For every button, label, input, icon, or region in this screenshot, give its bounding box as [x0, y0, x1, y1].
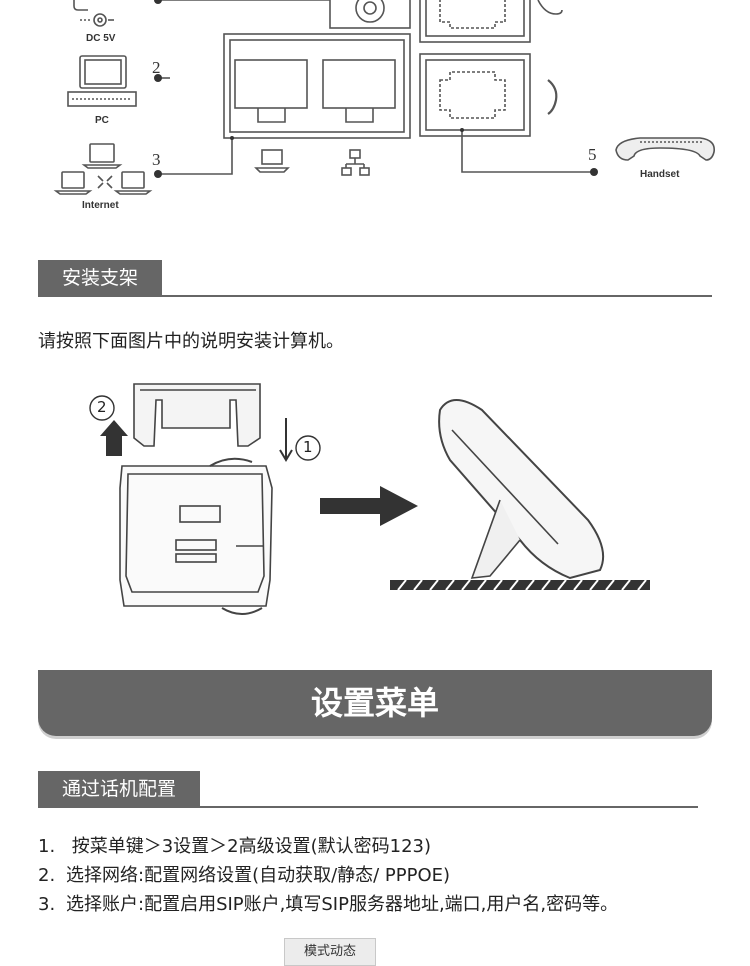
config-step-text: 选择账户:配置启用SIP账户,填写SIP服务器地址,端口,用户名,密码等。: [66, 894, 619, 915]
config-step-text: 选择网络:配置网络设置(自动获取/静态/ PPPOE): [66, 865, 451, 886]
connector-number-2: 2: [152, 58, 161, 77]
connection-diagram: [53, 0, 716, 195]
phone-config-divider: [38, 806, 698, 808]
config-step: 3. 选择账户:配置启用SIP账户,填写SIP服务器地址,端口,用户名,密码等。: [38, 890, 618, 919]
mode-dynamic-button[interactable]: 模式动态: [284, 938, 376, 966]
dc-5v-label: DC 5V: [86, 33, 116, 44]
config-step-text: 按菜单键＞3设置＞2高级设置(默认密码123): [66, 836, 432, 857]
connector-number-5: 5: [588, 145, 597, 164]
connector-number-3: 3: [152, 150, 161, 169]
step-2-label: 2: [97, 398, 107, 416]
config-step: 2. 选择网络:配置网络设置(自动获取/静态/ PPPOE): [38, 861, 618, 890]
settings-menu-banner: 设置菜单: [38, 670, 712, 736]
stand-intro-text: 请按照下面图片中的说明安装计算机。: [38, 331, 344, 352]
config-step-number: 2.: [38, 865, 56, 886]
stand-installation-illustration: [89, 383, 650, 615]
stand-section-tab: 安装支架: [38, 260, 163, 296]
internet-label: Internet: [82, 200, 119, 211]
stand-section-divider: [38, 295, 712, 297]
handset-label: Handset: [640, 169, 680, 180]
config-steps-list: 1. 按菜单键＞3设置＞2高级设置(默认密码123) 2. 选择网络:配置网络设置…: [38, 832, 618, 919]
config-step-number: 1.: [38, 836, 56, 857]
pc-label: PC: [95, 115, 109, 126]
config-step: 1. 按菜单键＞3设置＞2高级设置(默认密码123): [38, 832, 618, 861]
phone-config-section-tab: 通过话机配置: [38, 771, 201, 807]
step-1-label: 1: [303, 438, 313, 456]
config-step-number: 3.: [38, 894, 56, 915]
